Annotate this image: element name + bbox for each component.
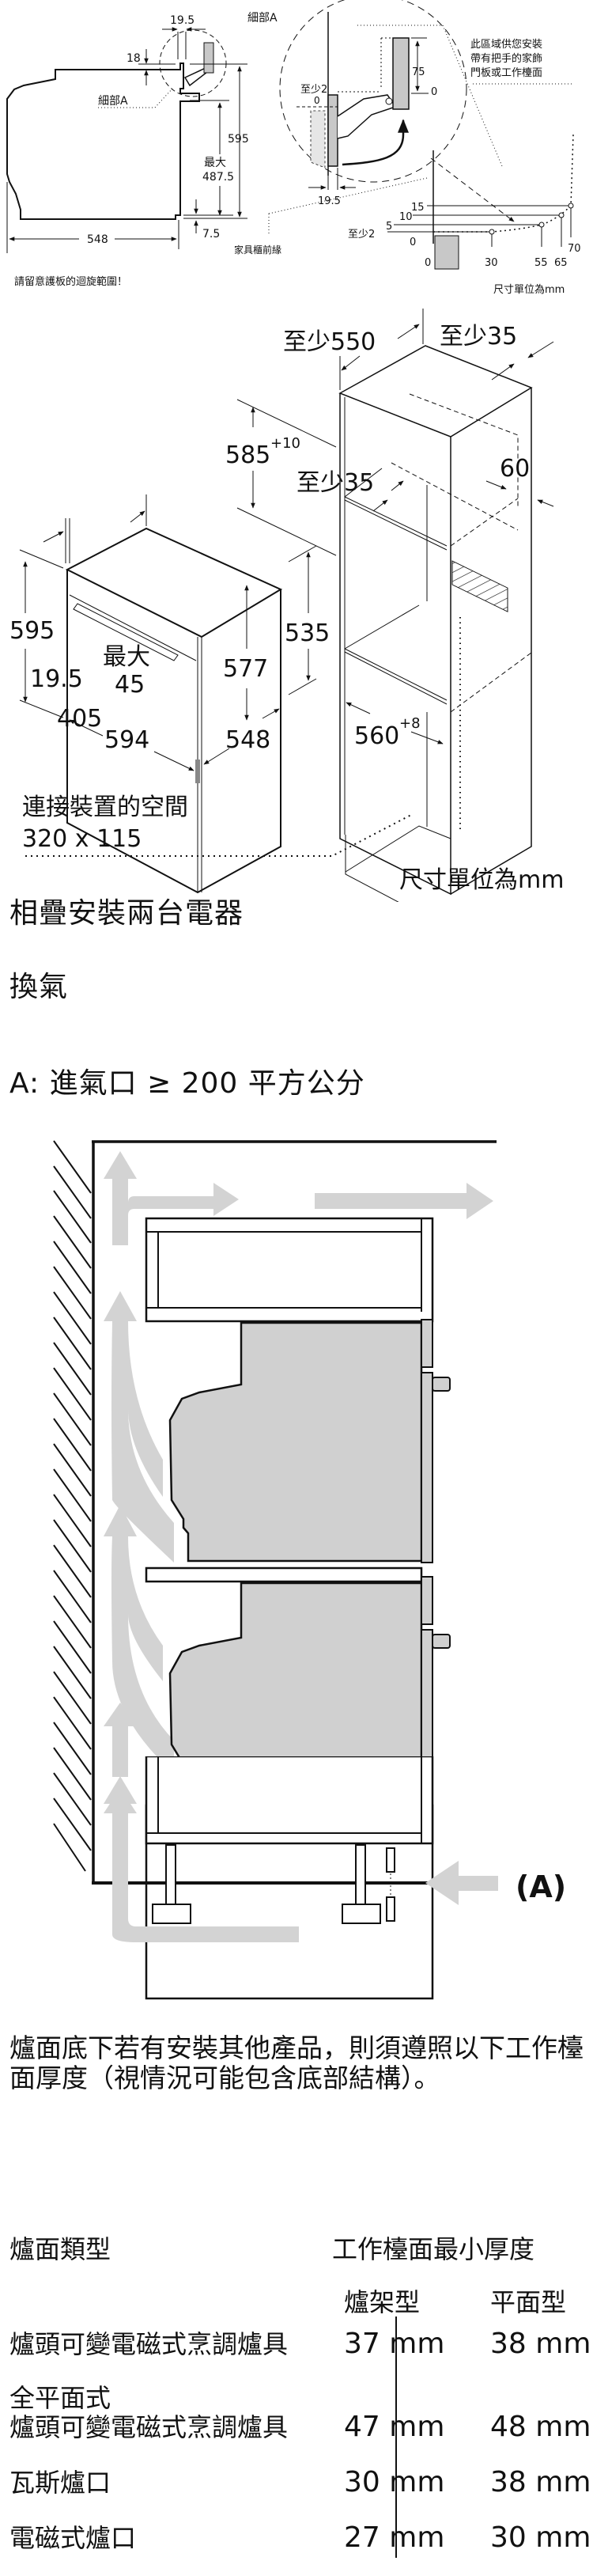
dim-18: 18 bbox=[127, 52, 141, 65]
graph-y-10: 10 bbox=[399, 211, 413, 223]
row-hob-type: 瓦斯爐口 bbox=[9, 2468, 111, 2498]
wall-hatch bbox=[53, 1140, 92, 1872]
row-flat-value: 38 mm bbox=[490, 2466, 591, 2498]
callout-line-2: 帶有把手的家飾 bbox=[470, 52, 542, 65]
stacking-title: 相疊安裝兩台電器 bbox=[9, 897, 244, 930]
dim-535: 535 bbox=[285, 619, 330, 647]
dim-560: 560 bbox=[354, 722, 399, 750]
unit-note-iso: 尺寸單位為mm bbox=[399, 866, 564, 894]
row-flat-value: 38 mm bbox=[490, 2328, 591, 2360]
dim-max-45: 45 bbox=[115, 671, 145, 699]
graph-y-15: 15 bbox=[411, 202, 425, 214]
dim-594: 594 bbox=[104, 726, 149, 754]
table-vertical-rule bbox=[395, 2317, 397, 2558]
dim-560-tolerance: +8 bbox=[399, 715, 421, 732]
swing-notice: 請留意護板的迴旋範圍！ bbox=[14, 275, 127, 288]
table-subheader-flat: 平面型 bbox=[490, 2287, 567, 2317]
dim-487-5: 487.5 bbox=[202, 171, 234, 184]
detail-a-label-top: 細部A bbox=[247, 12, 278, 25]
airflow-arrows bbox=[104, 1151, 493, 1899]
dim-595-iso: 595 bbox=[9, 617, 55, 645]
graph-x-65: 65 bbox=[554, 257, 568, 269]
graph-y-5: 5 bbox=[386, 221, 392, 233]
row-hob-type-line2: 爐頭可變電磁式烹調爐具 bbox=[9, 2412, 289, 2442]
table-subheader-rack: 爐架型 bbox=[344, 2287, 421, 2317]
dim-7-5: 7.5 bbox=[202, 228, 220, 241]
graph-x-30: 30 bbox=[485, 257, 498, 269]
side-detail-drawing: 19.5 18 細部A 細部A 595 最大 487.5 7.5 548 請留意… bbox=[6, 0, 581, 296]
ventilation-diagram bbox=[53, 1140, 497, 2000]
dim-548-iso: 548 bbox=[225, 726, 270, 754]
connection-space-size: 320 x 115 bbox=[22, 825, 142, 853]
dim-585: 585 bbox=[225, 441, 270, 469]
row-hob-type: 電磁式爐口 bbox=[9, 2523, 137, 2553]
detail-a-label-left: 細部A bbox=[98, 95, 128, 108]
zoom-min-2: 至少2 bbox=[300, 84, 327, 96]
row-rack-value: 37 mm bbox=[344, 2328, 445, 2360]
dim-577: 577 bbox=[223, 655, 268, 683]
row-rack-value: 30 mm bbox=[344, 2466, 445, 2498]
dim-19-5-iso: 19.5 bbox=[30, 665, 83, 693]
row-hob-type: 爐頭可變電磁式烹調爐具 bbox=[9, 2329, 289, 2359]
dim-min-550: 至少550 bbox=[283, 328, 376, 356]
ventilation-diagram-base: (A) bbox=[104, 1756, 566, 1942]
isometric-installation-drawing: 至少550 至少35 585 +10 至少35 60 560 +8 19.5 4… bbox=[9, 309, 564, 902]
ventilation-title: 換氣 bbox=[9, 971, 69, 1003]
table-header-hob-type: 爐面類型 bbox=[9, 2234, 111, 2264]
cabinet-front-edge-label: 家具櫃前緣 bbox=[234, 244, 281, 256]
dim-595: 595 bbox=[228, 133, 249, 146]
dim-19-5: 19.5 bbox=[170, 14, 195, 27]
dim-min-35-top: 至少35 bbox=[440, 323, 517, 350]
zoom-dim-19-5: 19.5 bbox=[318, 195, 341, 207]
dim-585-tolerance: +10 bbox=[270, 435, 300, 452]
graph-x-55: 55 bbox=[534, 257, 548, 269]
callout-line-3: 門板或工作檯面 bbox=[470, 67, 542, 79]
row-flat-value: 30 mm bbox=[490, 2521, 591, 2554]
dim-60: 60 bbox=[500, 455, 530, 483]
dim-min-35-mid: 至少35 bbox=[296, 469, 374, 497]
row-hob-type: 全平面式 bbox=[9, 2383, 111, 2413]
dim-405: 405 bbox=[57, 705, 102, 733]
air-inlet-note: A: 進氣口 ≥ 200 平方公分 bbox=[9, 1067, 365, 1100]
row-flat-value: 48 mm bbox=[490, 2411, 591, 2443]
zoom-dim-0: 0 bbox=[431, 86, 437, 98]
callout-line-1: 此區域供您安裝 bbox=[470, 38, 542, 51]
dim-548: 548 bbox=[87, 233, 108, 246]
graph-min-2: 至少2 bbox=[348, 229, 375, 241]
row-rack-value: 27 mm bbox=[344, 2521, 445, 2554]
dim-max-label-iso: 最大 bbox=[103, 643, 150, 671]
zoom-dim-75: 75 bbox=[412, 66, 425, 78]
hob-installation-note: 爐面底下若有安裝其他產品，則須遵照以下工作檯面厚度（視情況可能包含底部結構）。 bbox=[9, 2032, 584, 2093]
graph-x-70: 70 bbox=[568, 243, 581, 255]
graph-y-0: 0 bbox=[410, 237, 416, 248]
graph-x-0: 0 bbox=[425, 257, 431, 269]
connection-space-label: 連接裝置的空間 bbox=[22, 794, 188, 821]
row-rack-value: 47 mm bbox=[344, 2411, 445, 2443]
table-header-min-thickness: 工作檯面最小厚度 bbox=[332, 2234, 535, 2264]
dim-max-label: 最大 bbox=[204, 157, 226, 169]
inlet-marker-a: (A) bbox=[516, 1869, 566, 1904]
unit-note-top: 尺寸單位為mm bbox=[493, 283, 565, 296]
zoom-zero-small: 0 bbox=[314, 95, 320, 106]
